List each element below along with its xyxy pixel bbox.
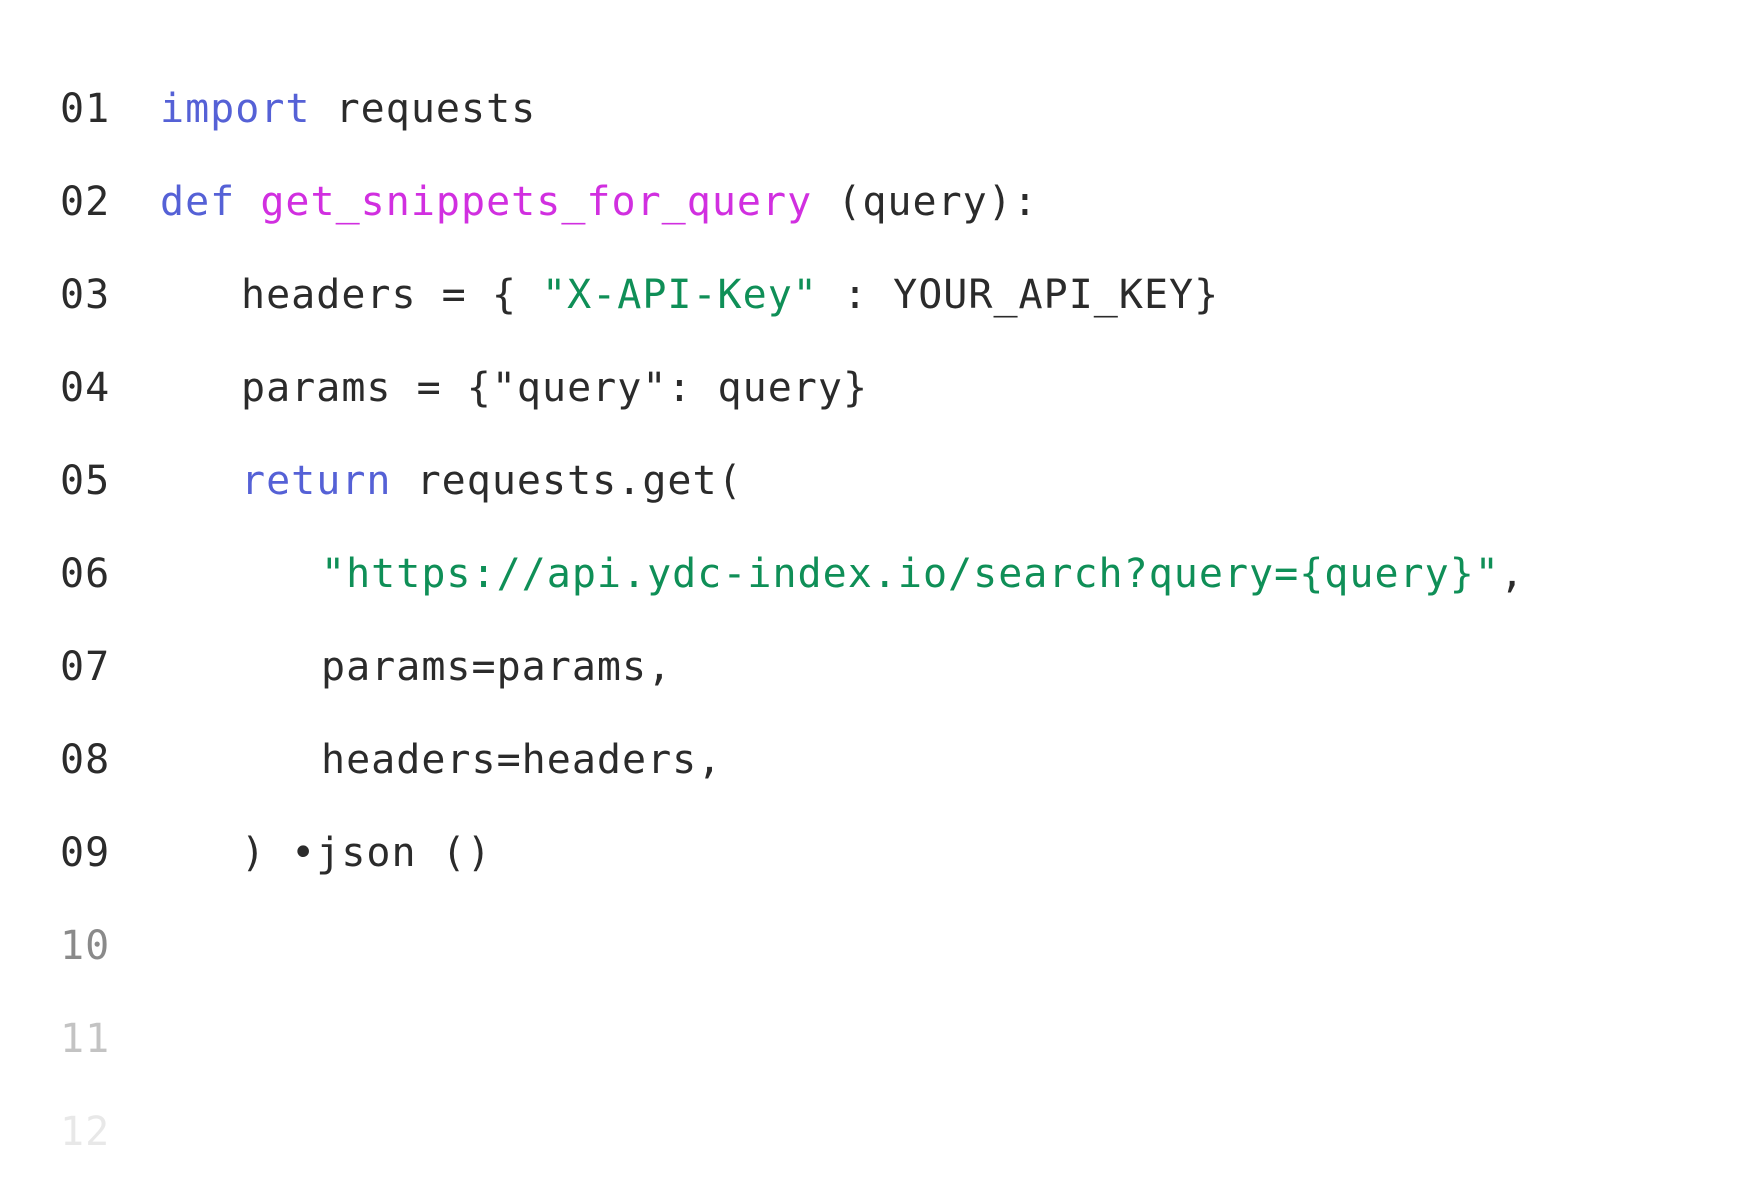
line-number: 08: [60, 736, 111, 783]
code-text[interactable]: params = {"query": query}: [241, 365, 868, 411]
code-text[interactable]: params=params,: [321, 644, 672, 690]
code-line-02: 02 def get_snippets_for_query (query):: [0, 155, 1740, 248]
line-number: 03: [60, 271, 111, 318]
code-text[interactable]: headers=headers,: [321, 737, 722, 783]
code-line-05: 05 return requests.get(: [0, 434, 1740, 527]
code-text[interactable]: return requests.get(: [241, 458, 743, 504]
line-number: 09: [60, 829, 111, 876]
code-token: params=params,: [321, 643, 673, 690]
line-number: 10: [60, 922, 111, 969]
line-number: 04: [60, 364, 111, 411]
keyword-token: def: [160, 178, 236, 225]
line-number: 02: [60, 178, 111, 225]
code-line-11: 11: [0, 992, 1740, 1085]
code-token: headers=headers,: [321, 736, 723, 783]
code-line-12: 12: [0, 1085, 1740, 1178]
code-token: (query):: [812, 178, 1038, 225]
keyword-token: import: [160, 85, 311, 132]
code-text[interactable]: "https://api.ydc-index.io/search?query={…: [321, 551, 1525, 597]
code-token: headers = {: [241, 271, 542, 318]
code-line-03: 03 headers = { "X-API-Key" : YOUR_API_KE…: [0, 248, 1740, 341]
code-token: requests: [310, 85, 537, 132]
code-token: ) •json (): [241, 829, 492, 876]
code-line-10: 10: [0, 899, 1740, 992]
line-number: 05: [60, 457, 111, 504]
code-token: : YOUR_API_KEY}: [817, 271, 1220, 318]
code-line-09: 09 ) •json (): [0, 806, 1740, 899]
code-text[interactable]: ) •json (): [241, 830, 492, 876]
line-number: 12: [60, 1108, 111, 1155]
code-text[interactable]: headers = { "X-API-Key" : YOUR_API_KEY}: [241, 272, 1219, 318]
code-line-08: 08 headers=headers,: [0, 713, 1740, 806]
code-token: params = {"query": query}: [241, 364, 869, 411]
line-number: 11: [60, 1015, 111, 1062]
keyword-token: return: [241, 457, 392, 504]
function-name-token: get_snippets_for_query: [260, 178, 813, 225]
code-line-06: 06 "https://api.ydc-index.io/search?quer…: [0, 527, 1740, 620]
line-number: 06: [60, 550, 111, 597]
line-number: 07: [60, 643, 111, 690]
string-token: "https://api.ydc-index.io/search?query={…: [321, 550, 1500, 597]
code-line-01: 01 import requests: [0, 62, 1740, 155]
code-token: ,: [1499, 550, 1525, 597]
code-line-07: 07 params=params,: [0, 620, 1740, 713]
code-token: [235, 179, 260, 225]
code-text[interactable]: def get_snippets_for_query (query):: [160, 179, 1038, 225]
line-number: 01: [60, 85, 111, 132]
code-line-04: 04 params = {"query": query}: [0, 341, 1740, 434]
code-text[interactable]: import requests: [160, 86, 536, 132]
string-token: "X-API-Key": [541, 271, 818, 318]
code-token: requests.get(: [391, 457, 743, 504]
